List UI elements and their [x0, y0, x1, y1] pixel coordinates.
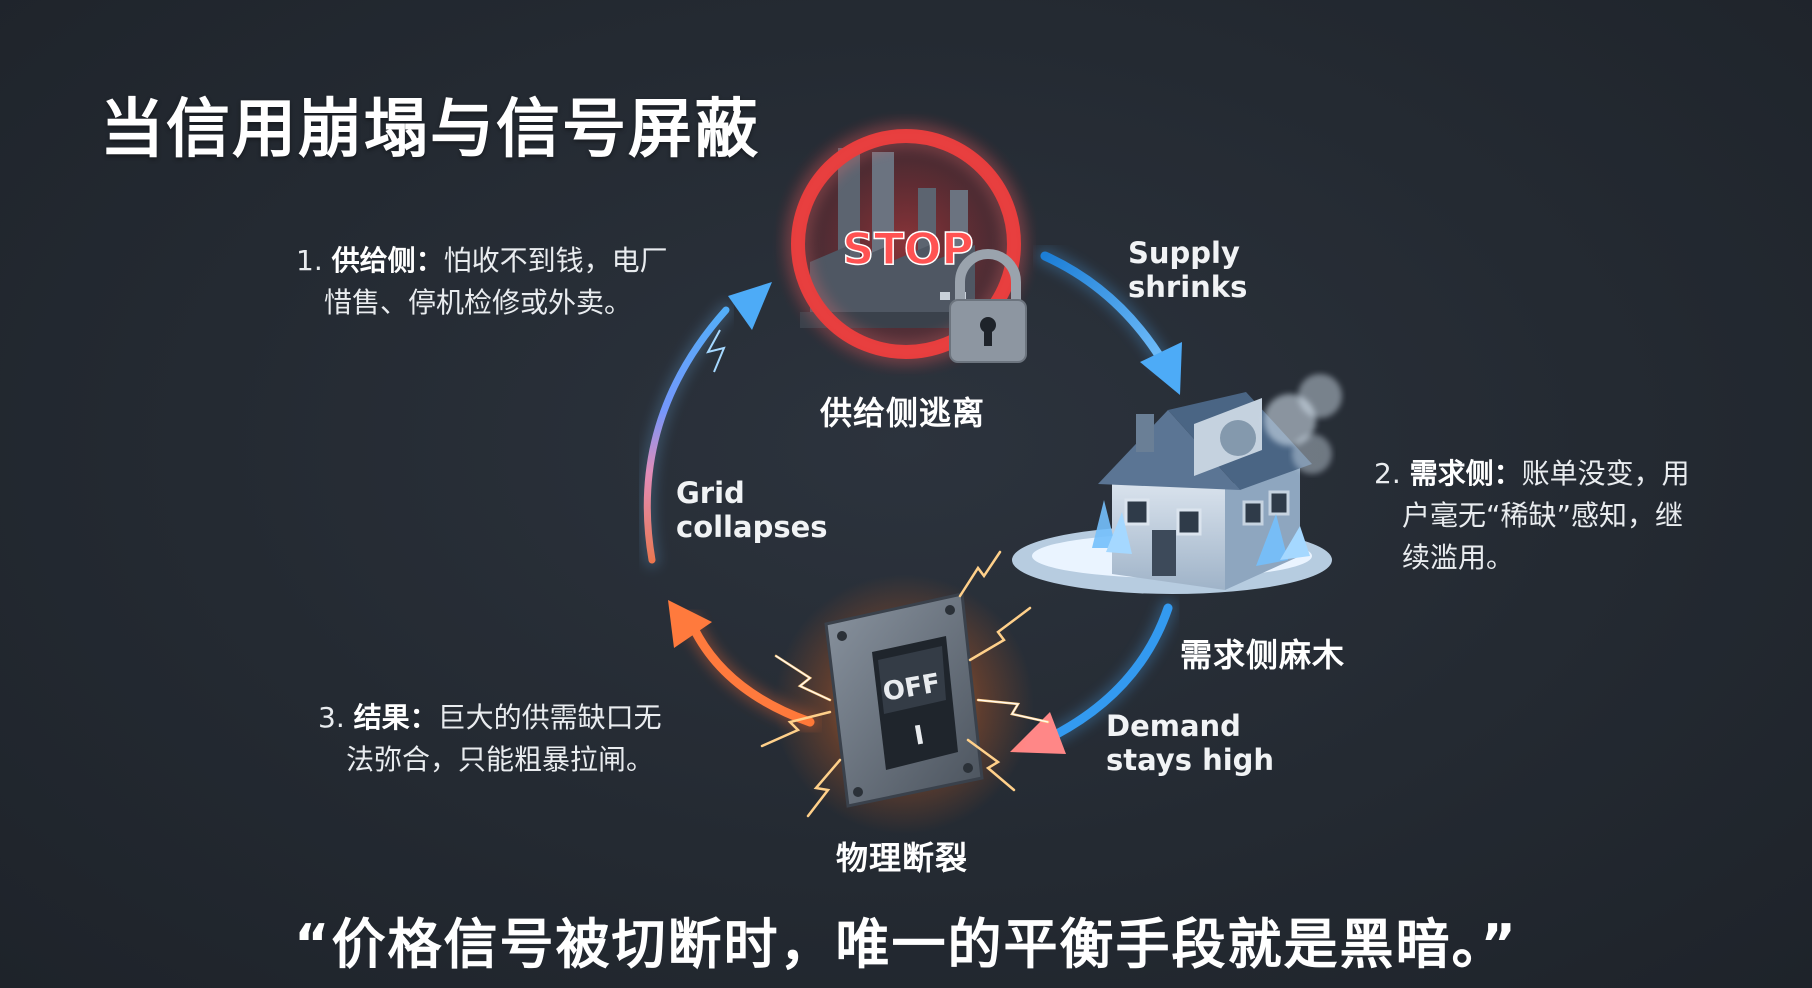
flow-label-line: Grid [676, 476, 745, 510]
note-heading: 供给侧： [331, 244, 444, 277]
note-text: 续滥用。 [1402, 541, 1515, 574]
flow-label-demand-high: Demand stays high [1106, 709, 1274, 777]
flow-label-line: stays high [1106, 743, 1275, 777]
note-heading: 需求侧： [1409, 457, 1522, 490]
node-label-physical-break: 物理断裂 [836, 839, 969, 877]
note-number: 3. [318, 701, 345, 734]
frozen-house-icon [1012, 374, 1342, 594]
note-text: 法弥合，只能粗暴拉闸。 [346, 743, 655, 776]
flow-label-line: Demand [1106, 709, 1241, 743]
flow-label-line: collapses [676, 510, 828, 544]
note-number: 1. [296, 244, 323, 277]
note-text: 账单没变，用 [1521, 457, 1690, 490]
note-text: 惜售、停机检修或外卖。 [324, 286, 633, 319]
flow-label-supply-shrinks: Supply shrinks [1128, 236, 1247, 304]
arrow-supply-to-demand [1036, 247, 1182, 395]
stop-sign-text: STOP [842, 224, 973, 275]
flow-label-line: Supply [1128, 236, 1240, 270]
note-result: 3. 结果：巨大的供需缺口无 法弥合，只能粗暴拉闸。 [318, 697, 758, 781]
factory-stop-icon: STOP [771, 109, 1041, 379]
flow-label-line: shrinks [1128, 270, 1248, 304]
node-label-demand-numb: 需求侧麻木 [1180, 636, 1346, 674]
note-text: 巨大的供需缺口无 [437, 701, 662, 734]
note-text: 怕收不到钱，电厂 [443, 244, 668, 277]
off-switch-icon: OFF I [760, 550, 1050, 834]
closing-quote: “价格信号被切断时，唯一的平衡手段就是黑暗。” [294, 913, 1518, 976]
page-title: 当信用崩塌与信号屏蔽 [100, 93, 760, 167]
arrow-demand-to-break [1010, 599, 1177, 754]
note-demand: 2. 需求侧：账单没变，用 户毫无“稀缺”感知，继 续滥用。 [1374, 453, 1754, 579]
note-number: 2. [1374, 457, 1401, 490]
flow-label-grid-collapses: Grid collapses [676, 476, 828, 544]
note-supply: 1. 供给侧：怕收不到钱，电厂 惜售、停机检修或外卖。 [296, 240, 756, 324]
node-label-supply-flight: 供给侧逃离 [820, 394, 986, 432]
note-text: 户毫无“稀缺”感知，继 [1402, 499, 1684, 532]
note-heading: 结果： [353, 701, 438, 734]
